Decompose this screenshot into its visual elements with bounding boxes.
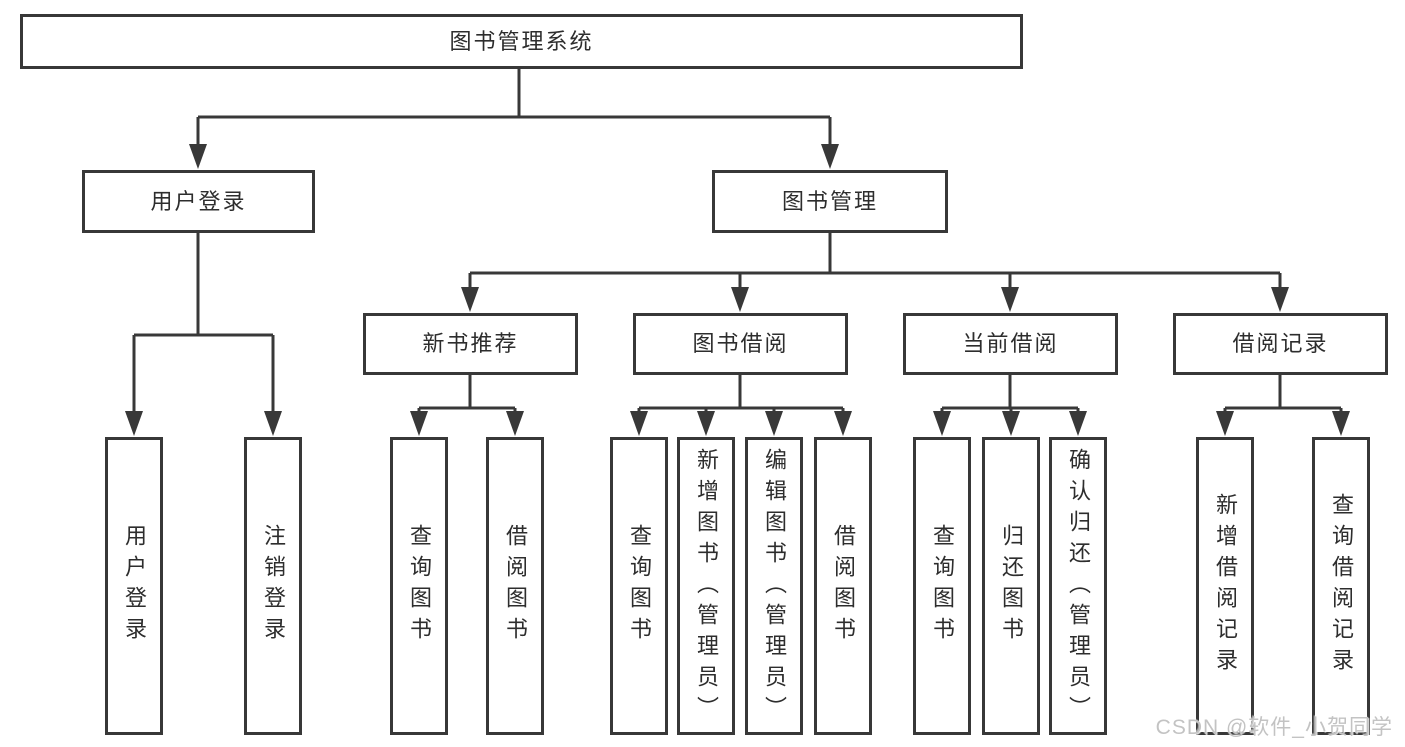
arrow-down-icon	[630, 411, 648, 436]
node-library-management-system: 图书管理系统	[20, 14, 1023, 69]
leaf-user-login: 用户登录	[105, 437, 163, 735]
arrow-down-icon	[1332, 411, 1350, 436]
leaf-borrow-books-recommend: 借阅图书	[486, 437, 544, 735]
arrow-down-icon	[1002, 411, 1020, 436]
leaf-search-borrowing-record: 查询借阅记录	[1312, 437, 1370, 735]
leaf-search-books-borrowing: 查询图书	[610, 437, 668, 735]
arrow-down-icon	[506, 411, 524, 436]
arrow-down-icon	[821, 144, 839, 169]
arrow-down-icon	[834, 411, 852, 436]
leaf-search-books-current: 查询图书	[913, 437, 971, 735]
arrow-down-icon	[933, 411, 951, 436]
arrow-down-icon	[1001, 287, 1019, 312]
arrowheads	[125, 144, 1350, 436]
arrow-down-icon	[1069, 411, 1087, 436]
leaf-borrow-books-borrowing: 借阅图书	[814, 437, 872, 735]
leaf-search-books-recommend: 查询图书	[390, 437, 448, 735]
arrow-down-icon	[1271, 287, 1289, 312]
arrow-down-icon	[1216, 411, 1234, 436]
node-book-management: 图书管理	[712, 170, 948, 233]
csdn-watermark: CSDN @软件_小贺同学	[1155, 716, 1393, 739]
node-book-borrowing: 图书借阅	[633, 313, 848, 375]
arrow-down-icon	[461, 287, 479, 312]
node-user-login: 用户登录	[82, 170, 315, 233]
arrow-down-icon	[731, 287, 749, 312]
leaf-confirm-return-admin: 确认归还（管理员）	[1049, 437, 1107, 735]
node-borrowing-records: 借阅记录	[1173, 313, 1388, 375]
leaf-edit-book-admin: 编辑图书（管理员）	[745, 437, 803, 735]
arrow-down-icon	[410, 411, 428, 436]
leaf-add-borrowing-record: 新增借阅记录	[1196, 437, 1254, 735]
leaf-return-books: 归还图书	[982, 437, 1040, 735]
node-new-book-recommendation: 新书推荐	[363, 313, 578, 375]
arrow-down-icon	[189, 144, 207, 169]
leaf-add-book-admin: 新增图书（管理员）	[677, 437, 735, 735]
node-current-borrowing: 当前借阅	[903, 313, 1118, 375]
arrow-down-icon	[125, 411, 143, 436]
arrow-down-icon	[264, 411, 282, 436]
arrow-down-icon	[697, 411, 715, 436]
leaf-logout: 注销登录	[244, 437, 302, 735]
arrow-down-icon	[765, 411, 783, 436]
